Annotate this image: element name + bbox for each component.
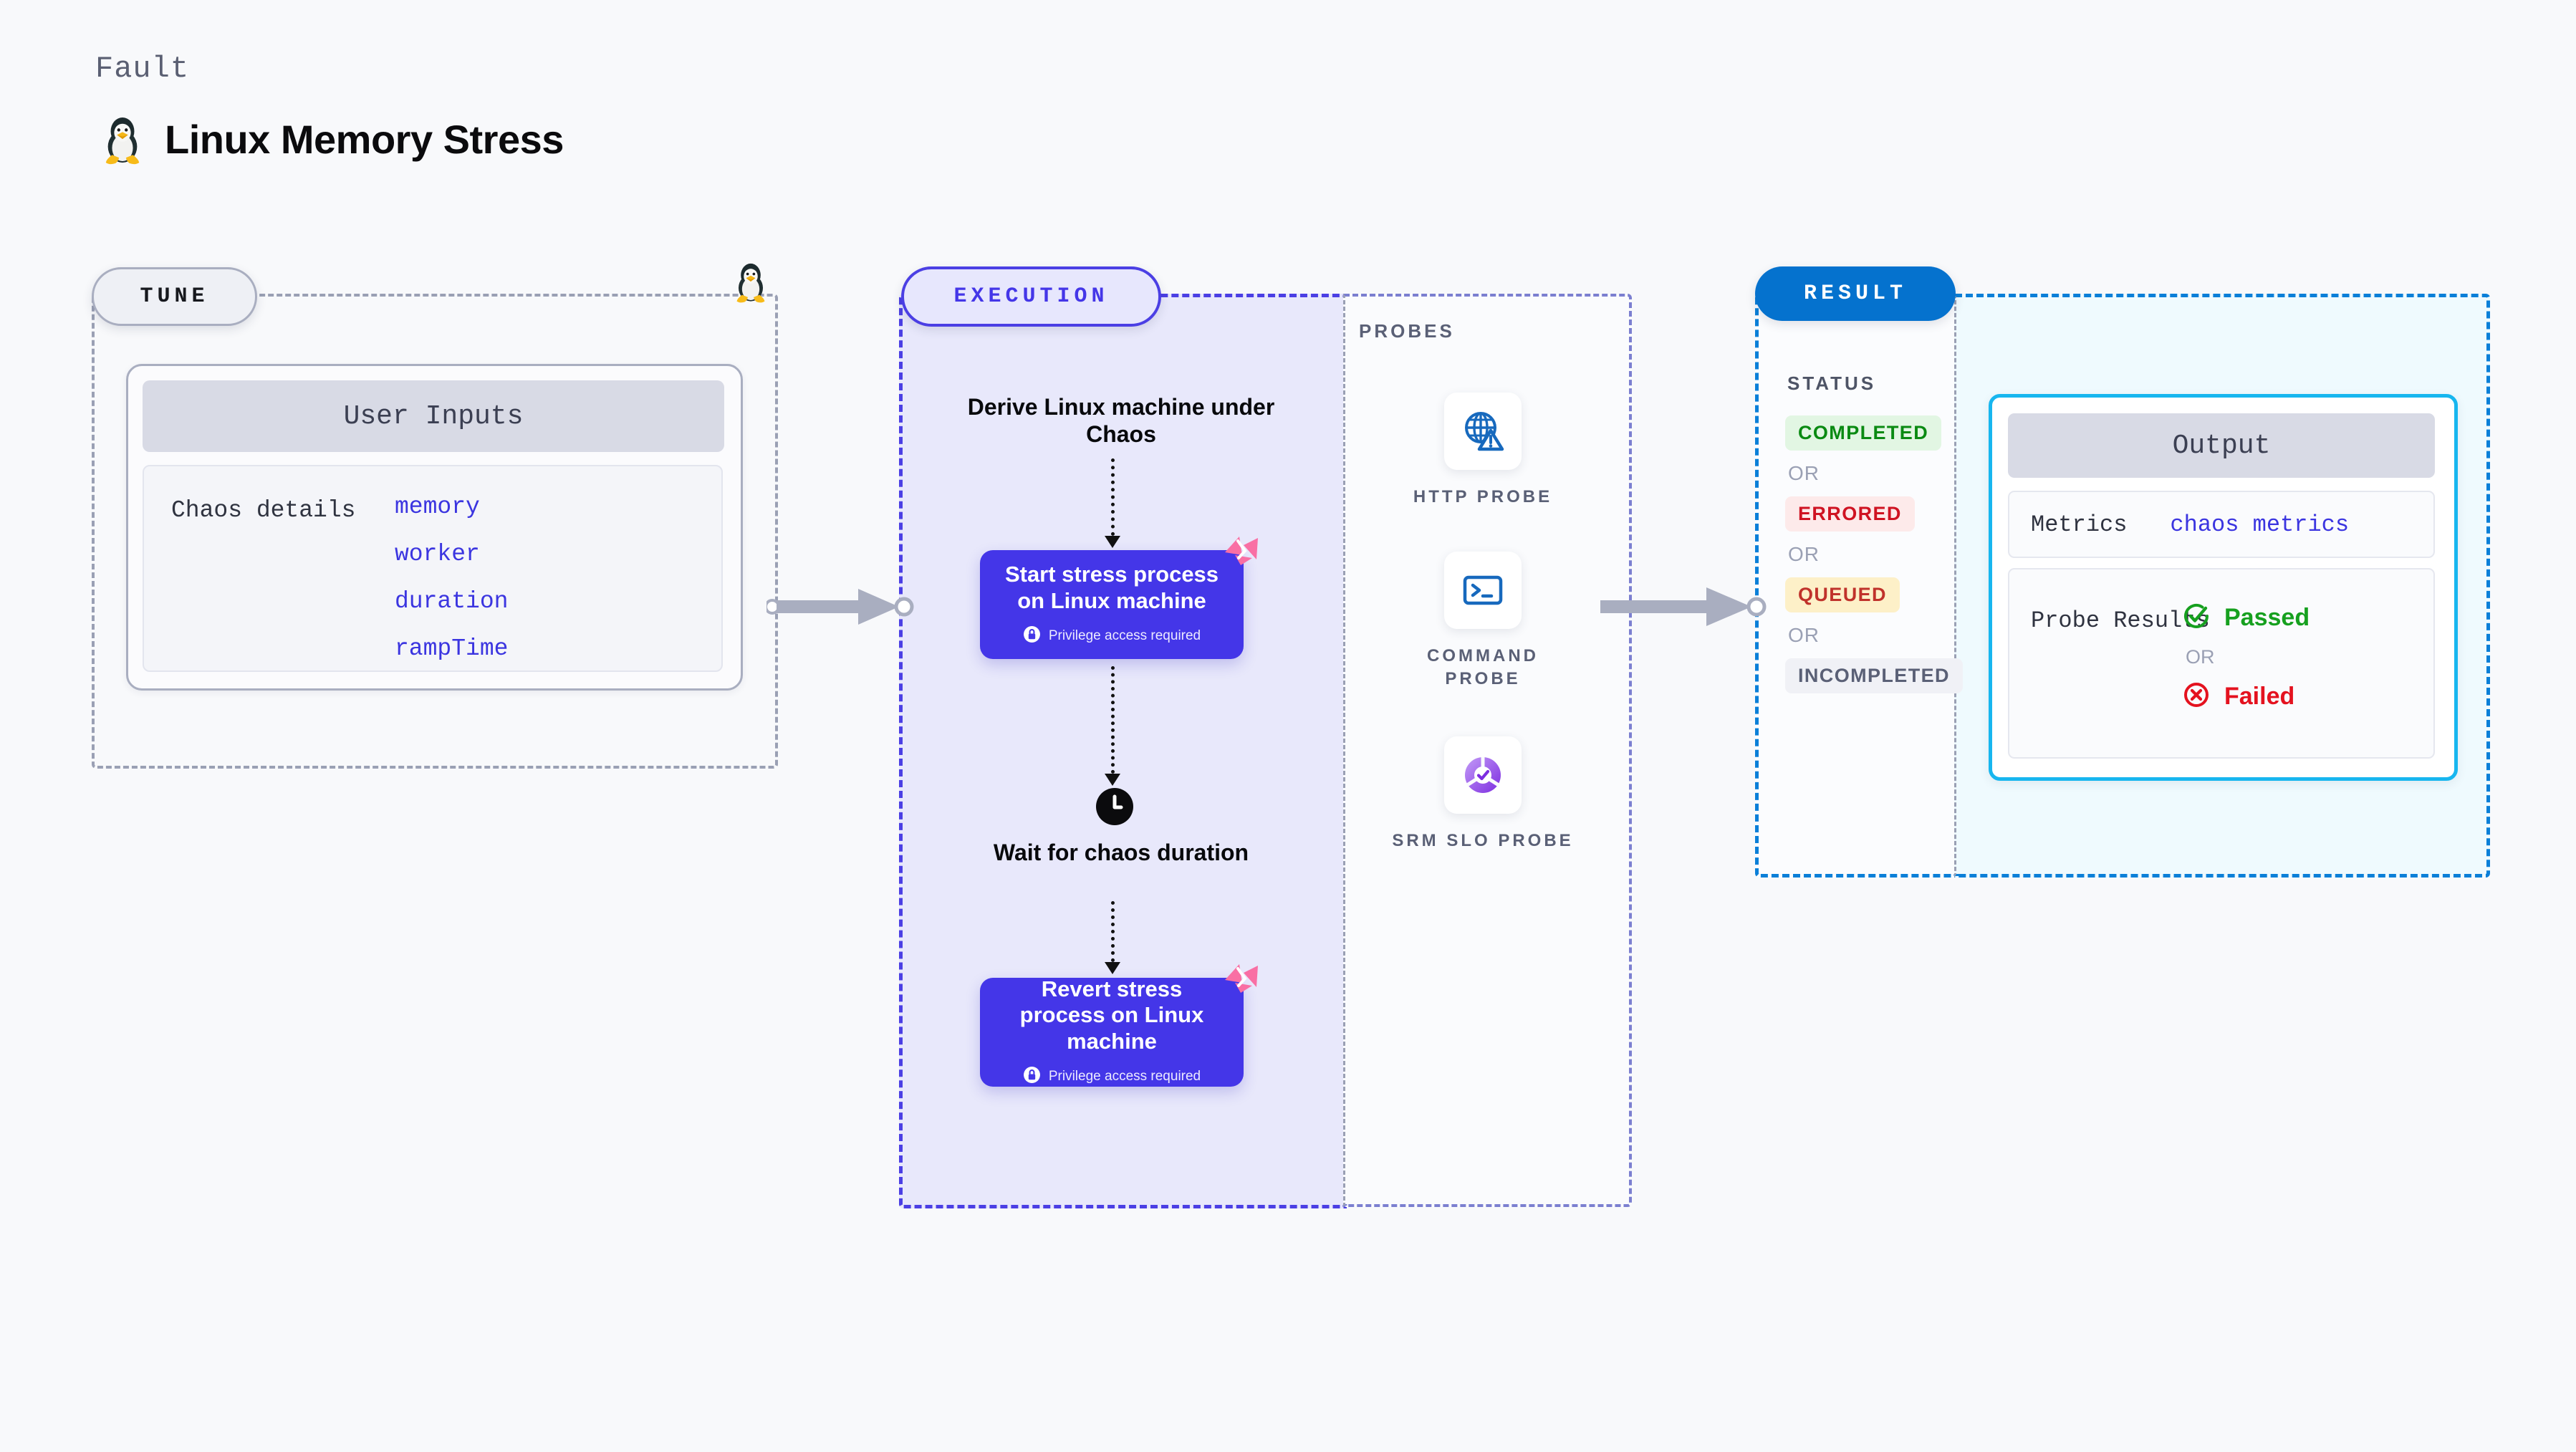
probe-results-label: Probe Results [2031,607,2210,634]
privilege-note-text: Privilege access required [1048,1069,1201,1085]
probe-result-passed: Passed [2181,601,2310,635]
check-circle-icon [2181,601,2211,635]
fault-eyebrow-label: Fault [95,52,190,86]
status-badge-completed: COMPLETED [1785,415,1942,451]
execution-to-result-arrow [1597,582,1777,635]
privilege-note-text: Privilege access required [1048,628,1201,644]
chaos-param-worker: worker [395,541,480,567]
probe-item-http[interactable]: HTTP PROBE [1390,393,1576,509]
user-inputs-card: User Inputs Chaos details memory worker … [126,364,743,691]
connector-wait-to-revert-arrowhead [1105,962,1120,974]
metrics-row: Metrics chaos metrics [2008,491,2435,558]
status-list: COMPLETED OR ERRORED OR QUEUED OR INCOMP… [1785,415,1963,693]
derive-machine-text: Derive Linux machine under Chaos [967,394,1275,447]
probe-result-passed-label: Passed [2224,604,2310,631]
tune-stage-badge: TUNE [92,267,257,326]
harness-logo-icon [1224,961,1259,998]
probes-label: PROBES [1359,320,1455,342]
tux-penguin-icon [100,113,145,165]
tune-section-container [92,294,778,769]
status-badge-errored: ERRORED [1785,496,1915,532]
connector-start-to-wait [1111,666,1115,774]
execution-node-title: Start stress process on Linux machine [1004,562,1219,613]
page-title-row: Linux Memory Stress [100,113,564,165]
status-badge-incompleted: INCOMPLETED [1785,658,1963,693]
lock-icon [1023,1066,1041,1088]
chaos-param-memory: memory [395,494,480,520]
probe-label: COMMAND PROBE [1427,646,1539,688]
status-label: STATUS [1787,372,1877,394]
execution-node-start-stress[interactable]: Start stress process on Linux machine Pr… [980,537,1258,659]
probe-item-srm-slo[interactable]: SRM SLO PROBE [1390,736,1576,852]
output-card: Output Metrics chaos metrics Probe Resul… [1989,394,2458,781]
probe-label: HTTP PROBE [1413,487,1553,506]
execution-node-revert-stress[interactable]: Revert stress process on Linux machine P… [980,964,1258,1088]
metrics-value: chaos metrics [2170,511,2350,538]
privilege-note: Privilege access required [1023,1066,1201,1088]
tune-to-execution-arrow [764,582,917,635]
execution-stage-badge: EXECUTION [901,266,1161,327]
user-inputs-body: Chaos details memory worker duration ram… [143,465,723,672]
user-inputs-header: User Inputs [143,380,724,452]
probe-results-row: Probe Results Passed OR [2008,568,2435,759]
connector-derive-to-start [1111,458,1115,536]
connector-derive-to-start-arrowhead [1105,536,1120,548]
lock-icon [1023,625,1041,648]
output-header: Output [2008,413,2435,478]
execution-node-title: Revert stress process on Linux machine [1019,976,1204,1054]
x-circle-icon [2181,680,2211,713]
connector-start-to-wait-arrowhead [1105,774,1120,786]
globe-warning-icon [1444,393,1522,470]
probe-result-failed-label: Failed [2224,683,2295,710]
slo-donut-check-icon [1444,736,1522,814]
status-badge-queued: QUEUED [1785,577,1900,612]
terminal-icon [1444,552,1522,629]
chaos-details-label: Chaos details [171,497,356,524]
status-or-label-2: OR [1788,543,1820,565]
chaos-param-duration: duration [395,588,509,615]
probe-item-command[interactable]: COMMAND PROBE [1390,552,1576,690]
metrics-label: Metrics [2031,511,2128,538]
result-stage-badge: RESULT [1755,266,1956,321]
privilege-note: Privilege access required [1023,625,1201,648]
harness-logo-icon [1224,534,1259,570]
status-or-label-1: OR [1788,462,1820,484]
probe-label: SRM SLO PROBE [1392,831,1574,850]
clock-icon [1096,788,1133,829]
probe-result-or-label: OR [2186,646,2215,668]
connector-wait-to-revert [1111,901,1115,962]
status-or-label-3: OR [1788,624,1820,646]
wait-for-chaos-text: Wait for chaos duration [993,840,1249,865]
chaos-params-list: memory worker duration rampTime [395,494,508,662]
probe-result-failed: Failed [2181,680,2310,713]
page-title: Linux Memory Stress [165,116,564,162]
chaos-param-ramptime: rampTime [395,635,509,662]
tux-penguin-icon [732,260,769,307]
probe-results-values: Passed OR Failed [2181,601,2310,713]
